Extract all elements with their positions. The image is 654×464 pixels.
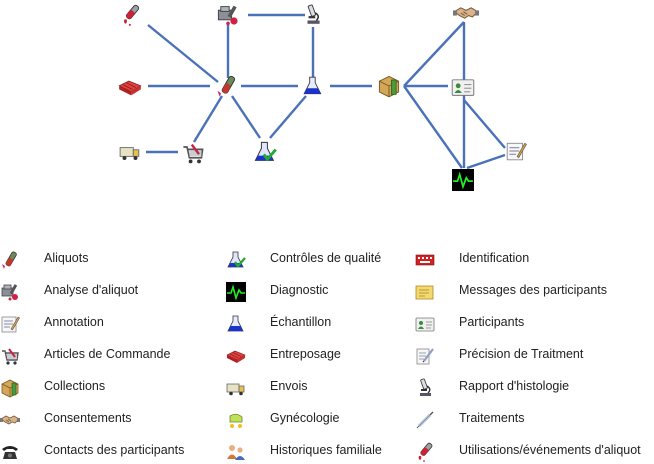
edge [231, 95, 261, 139]
storage-icon[interactable] [118, 80, 142, 97]
treatment-precision-icon [415, 346, 435, 366]
consents-icon[interactable] [453, 7, 479, 19]
edge [403, 85, 463, 169]
legend-item: Aliquots [0, 248, 88, 272]
diagram-edges [146, 13, 506, 170]
legend-label: Diagnostic [270, 283, 329, 297]
edge [269, 95, 307, 139]
legend-label: Historiques familiale [270, 443, 382, 457]
relationship-diagram [118, 4, 527, 191]
annotation-icon [0, 314, 20, 334]
legend-item: Entreposage [226, 344, 341, 368]
order-items-icon [0, 346, 20, 366]
edge [403, 21, 465, 87]
edge [147, 24, 219, 83]
legend-label: Aliquots [44, 251, 89, 265]
edge [463, 99, 506, 149]
sample-icon [226, 314, 246, 334]
gynecology-icon [226, 410, 246, 430]
participants-icon[interactable] [451, 79, 475, 97]
edge [192, 95, 224, 143]
legend-label: Participants [459, 315, 525, 329]
legend-item: Échantillon [226, 312, 331, 336]
legend-item: Participants [415, 312, 524, 336]
legend-label: Articles de Commande [44, 347, 171, 361]
shipments-icon[interactable] [119, 147, 140, 161]
legend-item: Utilisations/événements d'aliquot [415, 440, 641, 464]
histology-report-icon [415, 378, 435, 398]
legend-item: Diagnostic [226, 280, 328, 304]
legend-label: Collections [44, 379, 106, 393]
identification-icon [415, 250, 435, 270]
shipments-icon [226, 378, 246, 398]
legend-item: Rapport d'histologie [415, 376, 569, 400]
diagram-nodes [118, 4, 527, 191]
legend-label: Contacts des participants [44, 443, 185, 457]
legend-label: Contrôles de qualité [270, 251, 382, 265]
legend-label: Rapport d'histologie [459, 379, 570, 393]
order-items-icon[interactable] [182, 143, 204, 165]
quality-control-icon [226, 250, 246, 270]
storage-icon [226, 346, 246, 366]
legend-label: Analyse d'aliquot [44, 283, 139, 297]
legend-label: Envois [270, 379, 308, 393]
aliquot-analysis-icon[interactable] [217, 5, 239, 26]
legend-label: Annotation [44, 315, 104, 329]
family-history-icon [226, 442, 246, 462]
sample-icon[interactable] [303, 76, 322, 95]
legend-item: Collections [0, 376, 105, 400]
legend-label: Entreposage [270, 347, 341, 361]
collections-icon[interactable] [378, 75, 400, 98]
edge [466, 153, 506, 170]
legend-label: Traitements [459, 411, 525, 425]
legend-label: Identification [459, 251, 530, 265]
legend-label: Utilisations/événements d'aliquot [459, 443, 641, 457]
quality-control-icon[interactable] [253, 140, 277, 162]
legend-item: Messages des participants [415, 280, 607, 304]
aliquot-uses-icon[interactable] [123, 4, 141, 26]
legend-label: Gynécologie [270, 411, 340, 425]
legend-item: Analyse d'aliquot [0, 280, 138, 304]
treatments-icon [415, 410, 435, 430]
histology-report-icon[interactable] [306, 4, 321, 25]
aliquots-icon [0, 250, 20, 270]
legend-item: Gynécologie [226, 408, 340, 432]
legend-item: Identification [415, 248, 529, 272]
diagnostic-icon[interactable] [452, 169, 474, 191]
legend-item: Historiques familiale [226, 440, 382, 464]
legend-item: Précision de Traitment [415, 344, 583, 368]
legend-item: Consentements [0, 408, 132, 432]
legend-item: Annotation [0, 312, 104, 336]
consents-icon [0, 410, 20, 430]
legend-label: Échantillon [270, 315, 332, 329]
legend-item: Traitements [415, 408, 525, 432]
participant-messages-icon [415, 282, 435, 302]
aliquots-icon[interactable] [216, 74, 237, 98]
aliquot-uses-icon [415, 442, 435, 462]
annotation-icon[interactable] [506, 142, 527, 161]
diagnostic-icon [226, 282, 246, 302]
participant-contacts-icon [0, 442, 20, 462]
aliquot-analysis-icon [0, 282, 20, 302]
legend-item: Contacts des participants [0, 440, 184, 464]
legend-item: Contrôles de qualité [226, 248, 381, 272]
participants-icon [415, 314, 435, 334]
legend-item: Envois [226, 376, 308, 400]
collections-icon [0, 378, 20, 398]
legend-label: Précision de Traitment [459, 347, 584, 361]
legend-label: Messages des participants [459, 283, 607, 297]
legend-item: Articles de Commande [0, 344, 170, 368]
legend-label: Consentements [44, 411, 132, 425]
